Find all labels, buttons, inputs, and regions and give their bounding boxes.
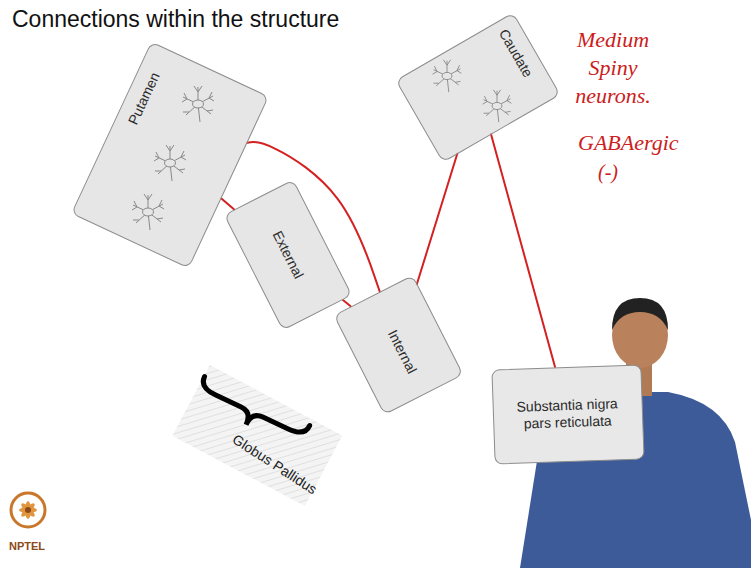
structure-box: Caudate [395, 12, 560, 162]
logo-petal [19, 507, 37, 513]
pathway-line [343, 300, 351, 306]
pathway-line [491, 134, 555, 367]
bracket-shade [172, 365, 342, 506]
logo-center [25, 507, 31, 513]
curly-bracket [194, 377, 310, 450]
logo-petal [20, 502, 37, 519]
brace-path [194, 377, 310, 450]
structure-name: Substantia nigra pars reticulata [508, 394, 627, 433]
logo-petal [25, 501, 31, 519]
annotation-label: (-) [598, 160, 618, 184]
structure-box: External [224, 179, 353, 330]
structure-name: External [268, 228, 307, 282]
annotation-label: GABAergic [578, 130, 679, 156]
structure-name: Internal [382, 327, 419, 377]
structure-name: Putamen [124, 69, 164, 127]
logo-ring [11, 493, 45, 527]
hatched-band [172, 365, 342, 506]
structure-name: Caudate [495, 26, 537, 81]
annotation-label: Medium Spiny neurons. [563, 26, 663, 110]
pathway-line [417, 154, 457, 284]
slide-title: Connections within the structure [12, 6, 339, 33]
logo-mark [11, 493, 45, 527]
pathway-line [221, 199, 234, 210]
structure-box: Internal [333, 275, 463, 415]
presenter-hair [612, 298, 668, 330]
logo-petal [20, 502, 37, 519]
annotation-label: NPTEL [9, 540, 45, 553]
structure-box: Substantia nigra pars reticulata [491, 364, 644, 464]
annotation-label: Globus Pallidus [229, 430, 320, 497]
